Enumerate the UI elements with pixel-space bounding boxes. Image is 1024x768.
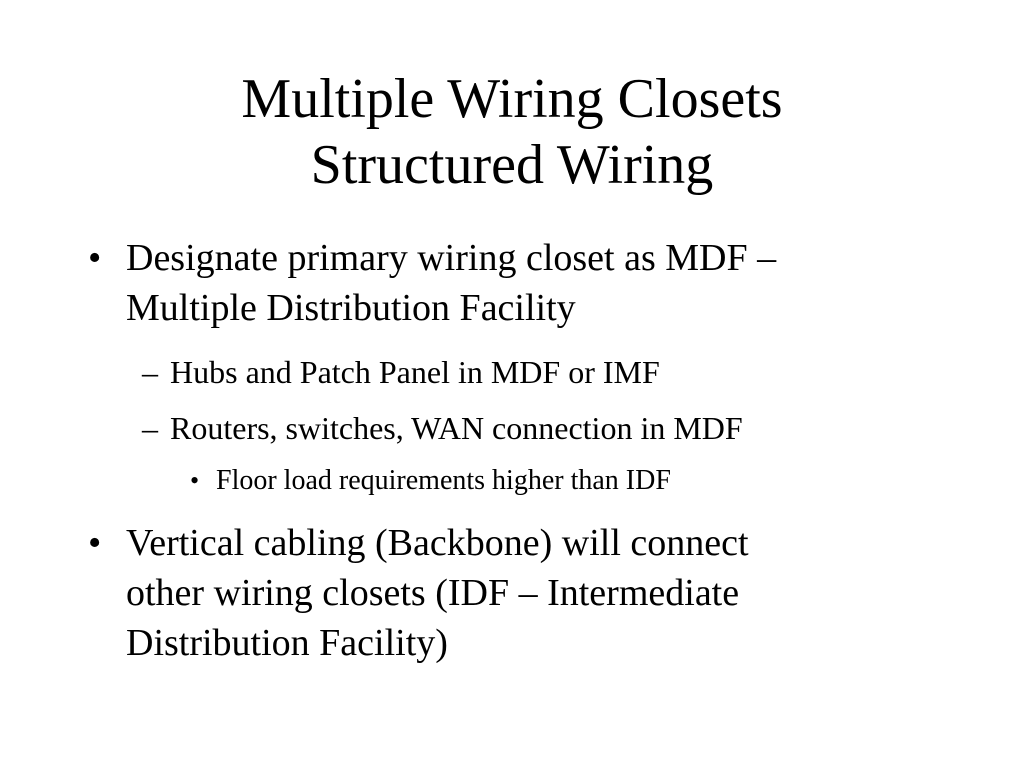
bullet-text-line: Multiple Distribution Facility <box>126 287 576 329</box>
bullet-text-line: Designate primary wiring closet as MDF – <box>126 237 777 279</box>
sub-bullet-item-1: – Hubs and Patch Panel in MDF or IMF <box>142 352 660 392</box>
bullet-marker: • <box>88 522 102 564</box>
sub-bullet-text: Routers, switches, WAN connection in MDF <box>170 410 743 446</box>
dash-marker: – <box>142 410 158 446</box>
sub-bullet-item-2: – Routers, switches, WAN connection in M… <box>142 408 743 448</box>
bullet-item-1: • Designate primary wiring closet as MDF… <box>88 233 777 333</box>
bullet-text-line: other wiring closets (IDF – Intermediate <box>126 572 740 614</box>
bullet-text-line: Vertical cabling (Backbone) will connect <box>126 522 749 564</box>
sub-bullet-text: Hubs and Patch Panel in MDF or IMF <box>170 354 660 390</box>
title-line-1: Multiple Wiring Closets <box>241 68 783 130</box>
dash-marker: – <box>142 354 158 390</box>
bullet-item-2: • Vertical cabling (Backbone) will conne… <box>88 518 749 668</box>
bullet-marker: • <box>88 237 102 279</box>
title-line-2: Structured Wiring <box>310 134 714 196</box>
sub-sub-bullet-text: Floor load requirements higher than IDF <box>216 465 671 496</box>
sub-sub-bullet-item-1: • Floor load requirements higher than ID… <box>190 464 671 498</box>
slide-title: Multiple Wiring Closets Structured Wirin… <box>0 66 1024 198</box>
bullet-marker: • <box>190 466 200 495</box>
bullet-text-line: Distribution Facility) <box>126 622 448 664</box>
